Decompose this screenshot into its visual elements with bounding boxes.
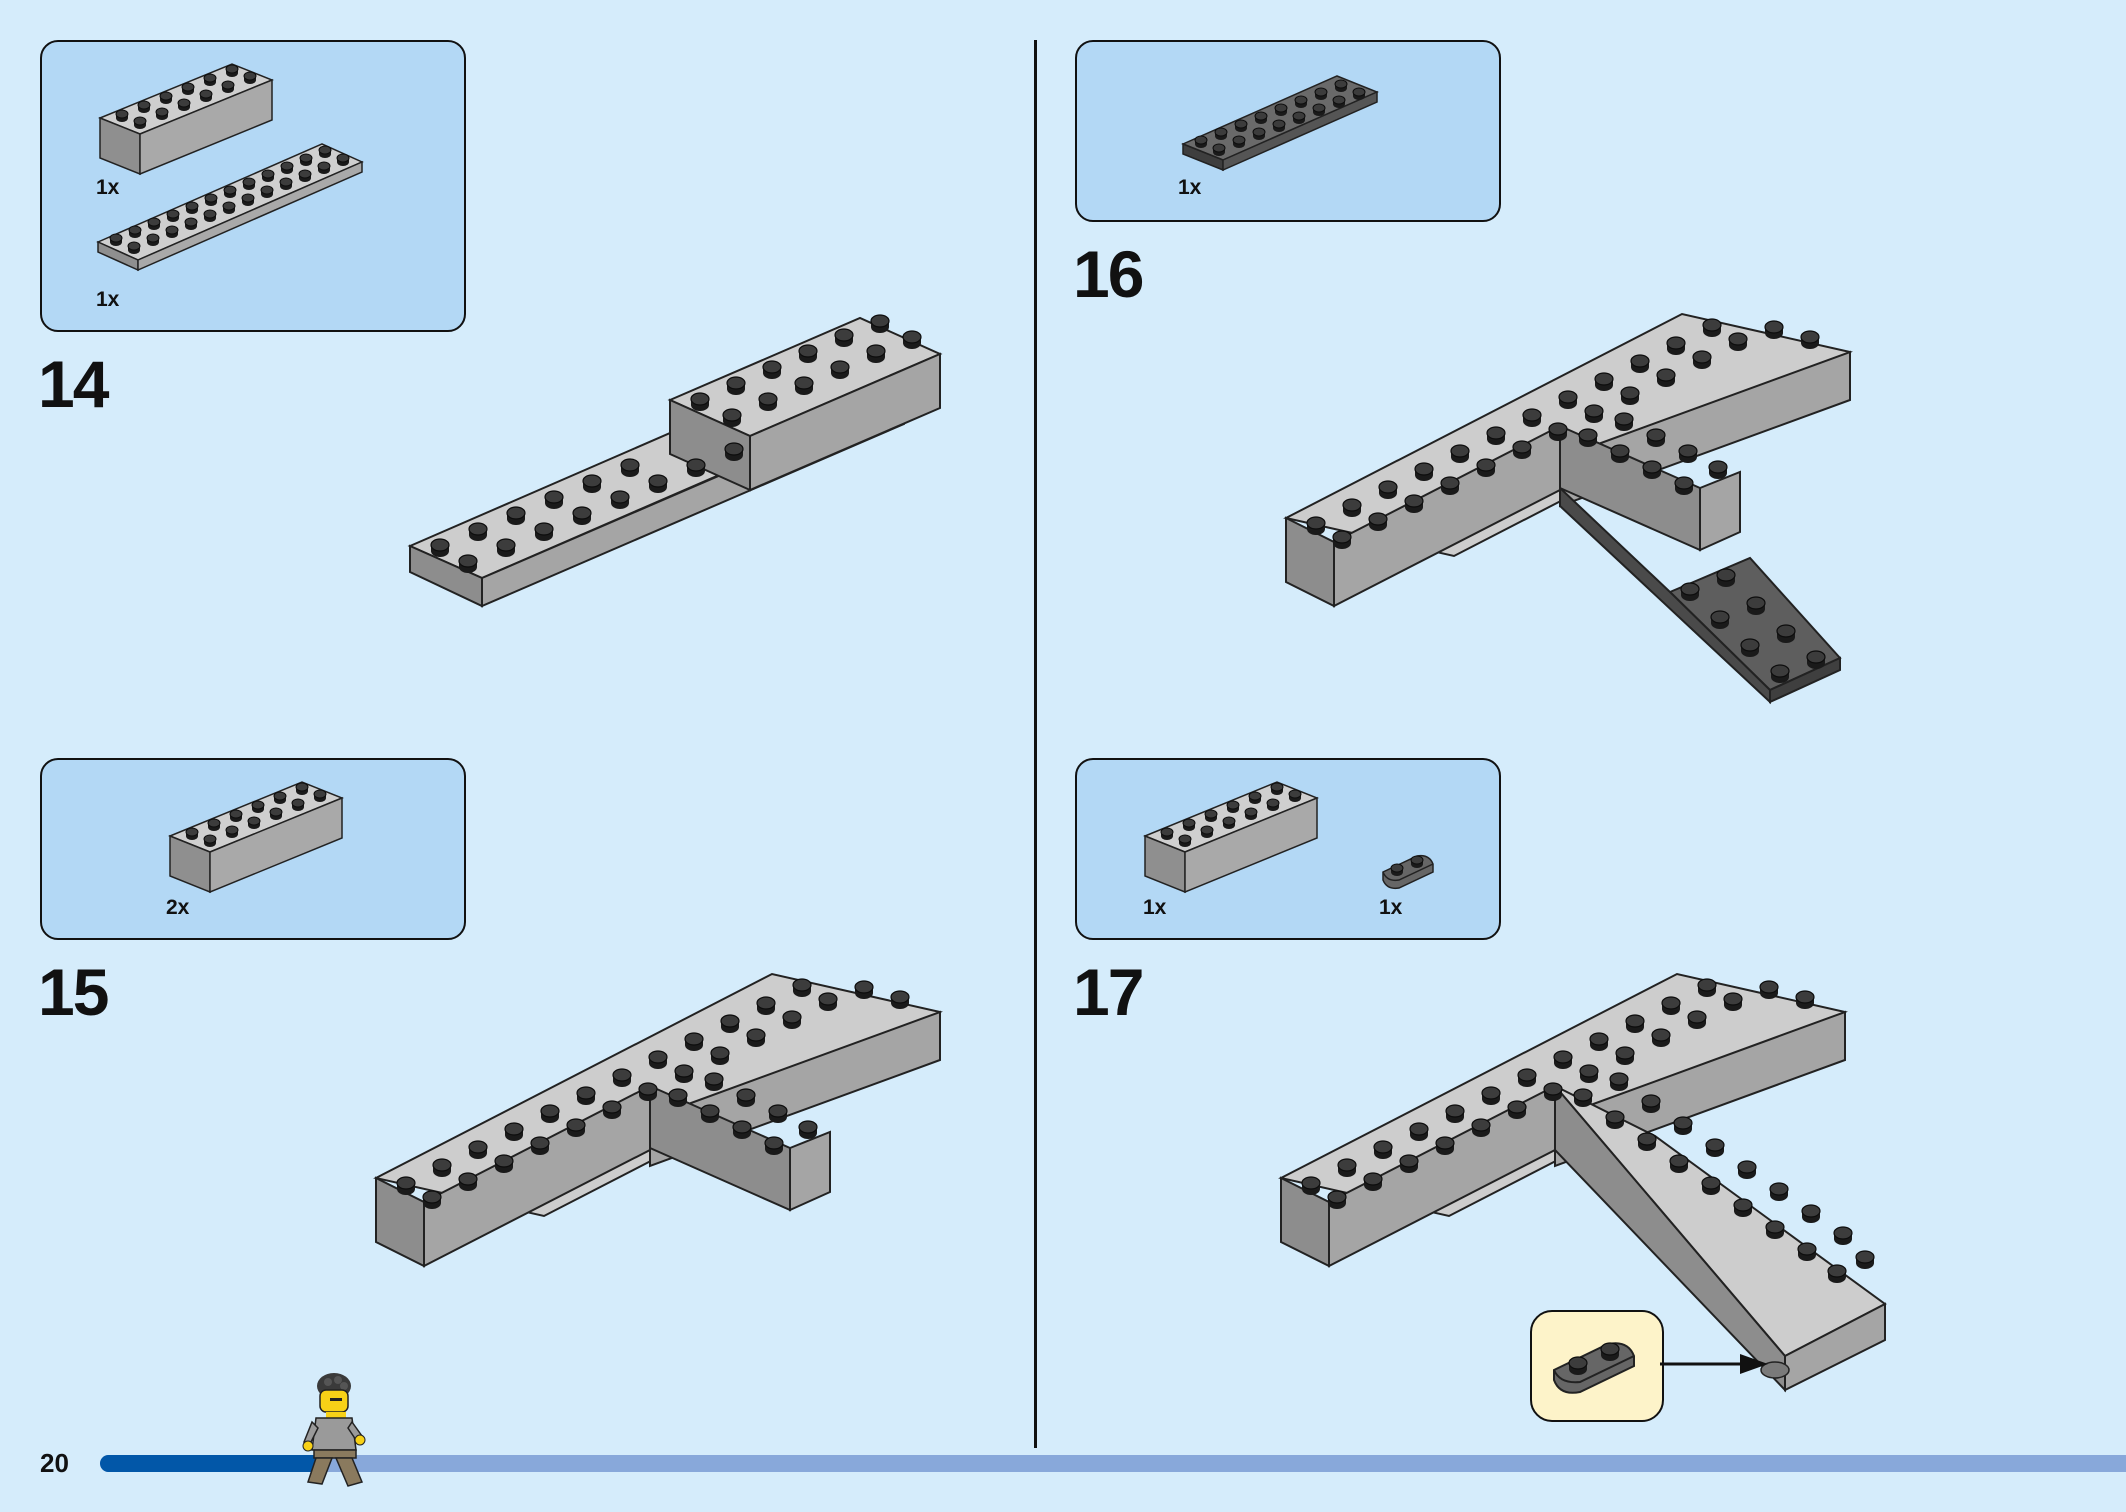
part-brick-2x6-icon <box>168 781 344 894</box>
walking-minifigure-icon <box>302 1373 366 1487</box>
parts-callout-step-17: 1x 1x <box>1075 758 1501 940</box>
step-number-16: 16 <box>1073 237 1144 311</box>
page-number: 20 <box>40 1448 69 1478</box>
part-brick-2x6-icon <box>1143 781 1319 894</box>
part-plate-2x8-icon <box>1181 75 1379 172</box>
step-number-14: 14 <box>38 347 109 421</box>
plate-1x2-icon <box>1553 1342 1635 1394</box>
parts-callout-step-16: 1x <box>1075 40 1501 222</box>
part-qty: 1x <box>1379 896 1403 919</box>
part-qty: 1x <box>96 176 120 199</box>
step-16-model-icon <box>1283 312 1853 705</box>
part-qty: 2x <box>166 896 190 919</box>
part-plate-1x2-icon <box>1382 854 1434 890</box>
part-plate-2x12-icon <box>96 143 364 272</box>
page-divider <box>1034 40 1037 1448</box>
sub-assembly-callout <box>1530 1310 1664 1422</box>
parts-callout-step-14: 1x 1x <box>40 40 466 332</box>
step-14-model-icon <box>407 314 943 608</box>
progress-track <box>100 1455 2126 1472</box>
step-17-model-icon <box>1278 972 1887 1393</box>
step-15-model-icon <box>373 972 943 1268</box>
assembly-arrow-icon <box>1660 1354 1768 1374</box>
progress-fill <box>100 1455 327 1472</box>
part-qty: 1x <box>96 288 120 311</box>
part-brick-2x6-icon <box>98 63 274 176</box>
parts-callout-step-15: 2x <box>40 758 466 940</box>
step-number-17: 17 <box>1073 955 1144 1029</box>
part-qty: 1x <box>1143 896 1167 919</box>
step-number-15: 15 <box>38 955 109 1029</box>
part-qty: 1x <box>1178 176 1202 199</box>
